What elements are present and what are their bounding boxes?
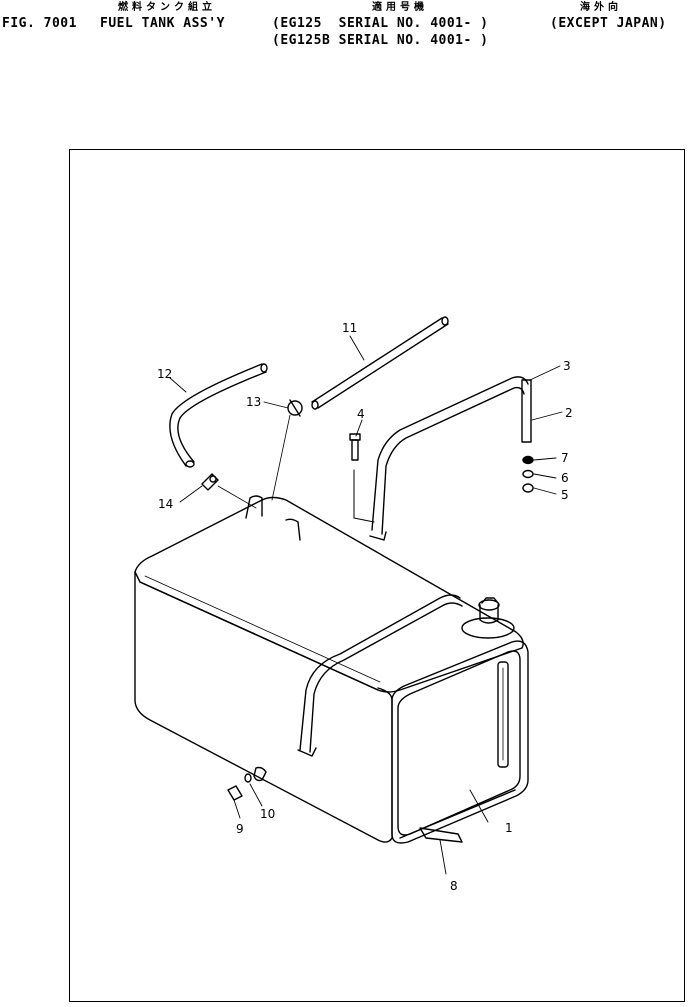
callout-11: 11 [342,321,357,335]
callout-14: 14 [158,497,173,511]
callout-1: 1 [505,821,513,835]
callout-6: 6 [561,471,569,485]
leader-lines [169,335,563,875]
serial-range-2: (EG125B SERIAL NO. 4001- ) [272,33,489,48]
callout-3: 3 [563,359,571,373]
callout-2: 2 [565,406,573,420]
callout-9: 9 [236,822,244,836]
region-note: (EXCEPT JAPAN) [550,16,667,31]
japanese-part-name: 燃料タンク組立 [118,2,216,13]
callout-8: 8 [450,879,458,893]
figure-number: FIG. 7001 [2,16,77,31]
figure-title: FUEL TANK ASS'Y [100,16,225,31]
callout-4: 4 [357,407,365,421]
callout-12: 12 [157,367,172,381]
hardware [201,399,534,801]
callout-13: 13 [246,395,261,409]
fuel-tank [134,495,529,844]
serial-range-1: (EG125 SERIAL NO. 4001- ) [272,16,489,31]
hoses [169,316,449,468]
figure-header: 燃料タンク組立 適用号機 海外向 FIG. 7001 FUEL TANK ASS… [0,0,695,60]
callout-7: 7 [561,451,569,465]
callout-5: 5 [561,488,569,502]
japanese-overseas: 海外向 [580,2,622,13]
drawing-frame [69,149,685,1002]
tank-straps [297,376,532,757]
japanese-applicable-models: 適用号機 [372,2,428,13]
callout-10: 10 [260,807,275,821]
